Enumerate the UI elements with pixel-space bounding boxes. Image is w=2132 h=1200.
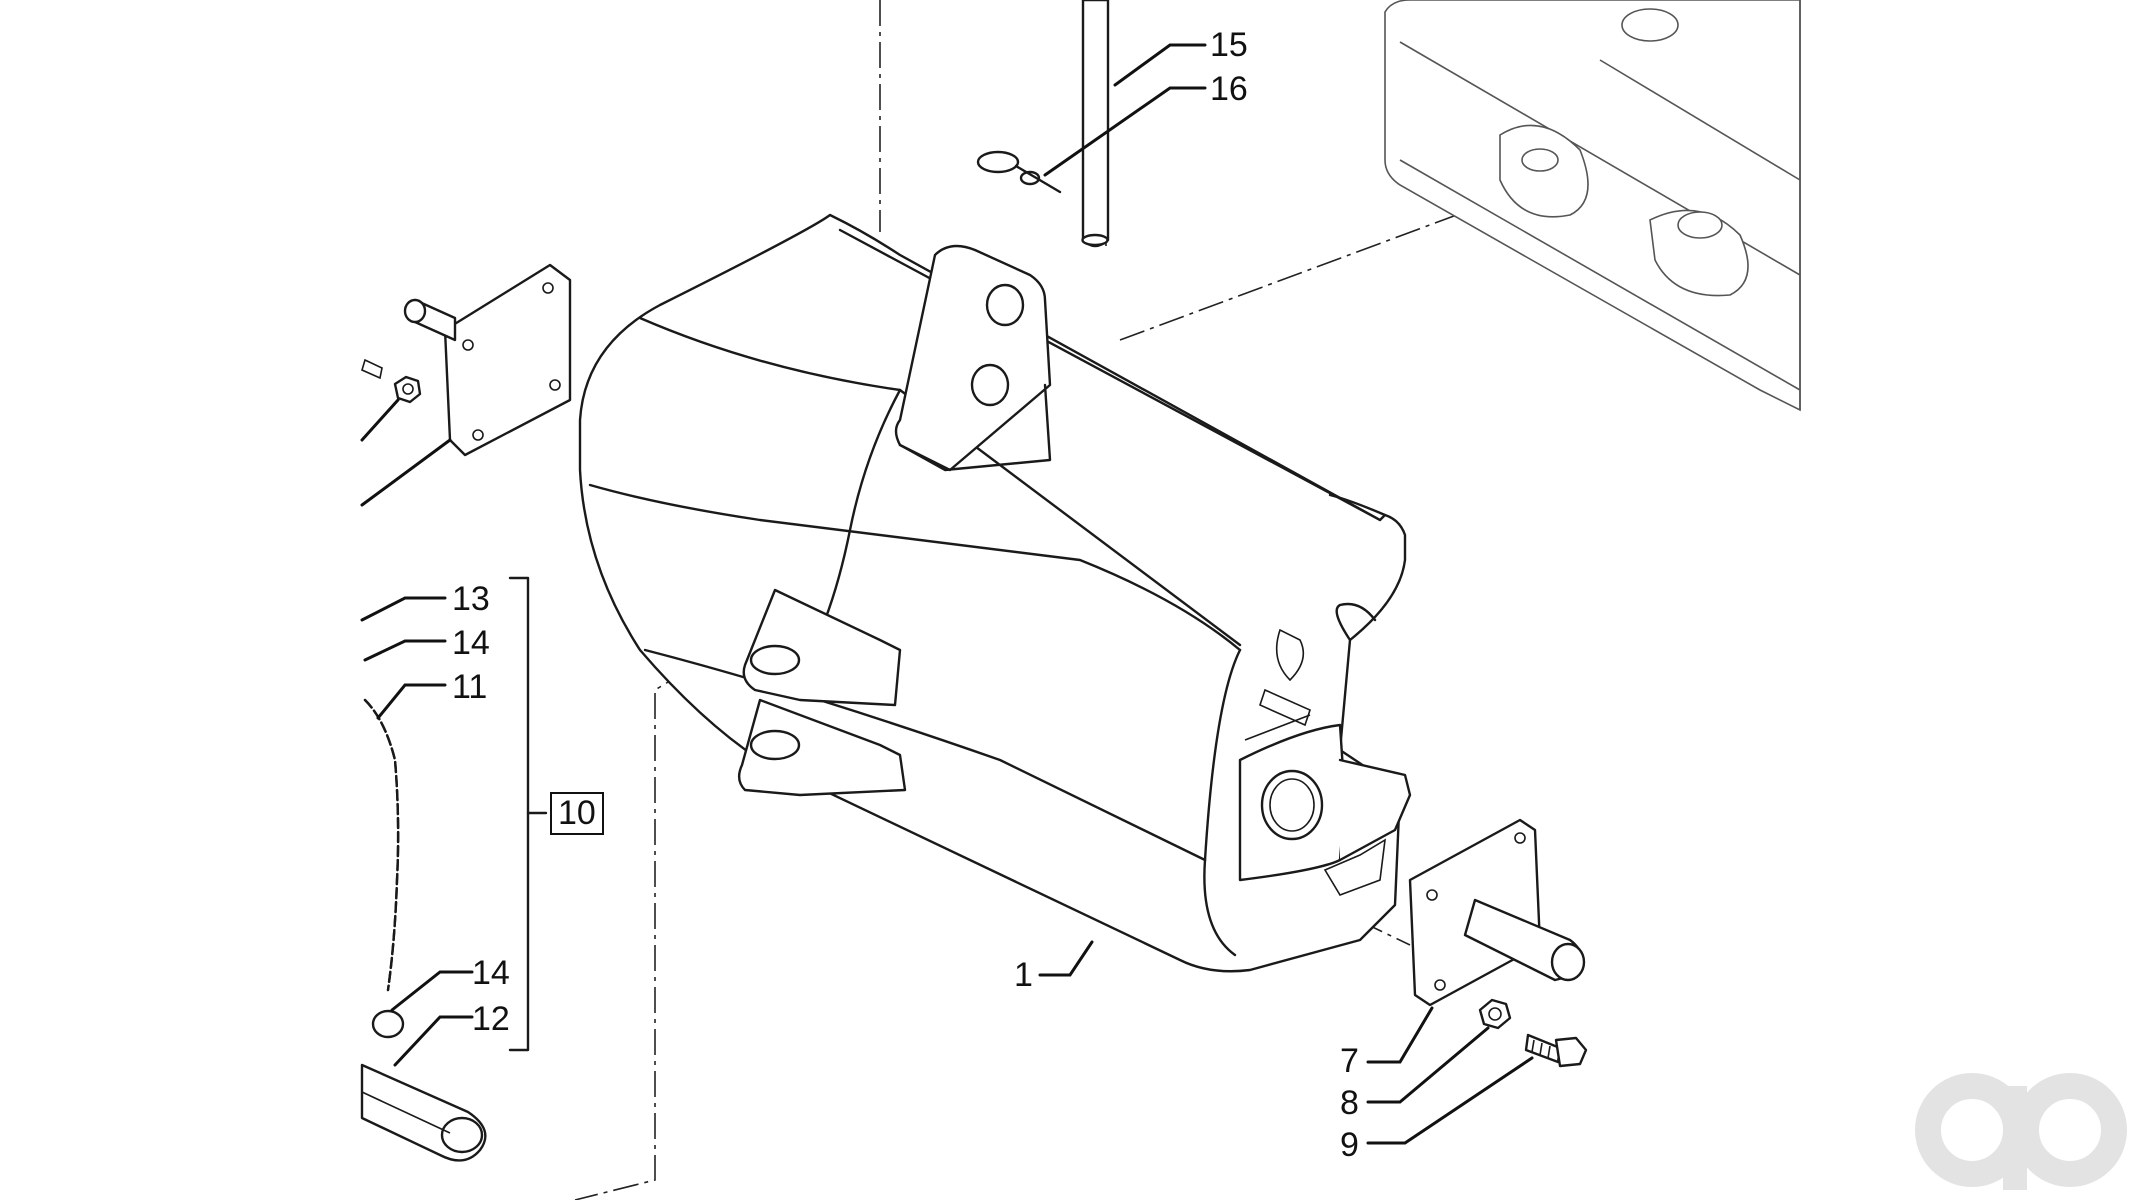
pin-15: [1081, 0, 1110, 248]
tube-12: [360, 1063, 487, 1162]
watermark-logo-icon: [1915, 1073, 2127, 1190]
kit-10-bracket: [508, 576, 530, 1052]
callout-16: 16: [1210, 70, 1248, 108]
callout-12: 12: [472, 1000, 510, 1038]
callout-14-lower: 14: [472, 954, 510, 992]
ring-14: [371, 1009, 405, 1039]
lower-tow-lugs: [737, 588, 907, 797]
nut-8: [1478, 998, 1512, 1030]
leader-lines: [360, 43, 1534, 1145]
callout-8: 8: [1340, 1084, 1359, 1122]
callout-10-kit: 10: [550, 792, 604, 835]
callout-7: 7: [1340, 1042, 1359, 1080]
upper-mounting-lug: [894, 244, 1052, 472]
side-plate-left: [360, 263, 572, 507]
chain-11: [363, 698, 400, 992]
callout-11: 11: [452, 668, 488, 706]
callout-1: 1: [1014, 956, 1033, 994]
bolt-9: [1524, 1033, 1588, 1068]
callout-9: 9: [1340, 1126, 1359, 1164]
tractor-front-housing: [1384, 0, 1801, 412]
front-mounting-face: [1238, 714, 1412, 896]
callout-15: 15: [1210, 26, 1248, 64]
callout-13: 13: [452, 580, 490, 618]
linch-pin-16: [976, 150, 1062, 194]
side-plate-7: [1408, 818, 1586, 1007]
callout-14-upper: 14: [452, 624, 490, 662]
